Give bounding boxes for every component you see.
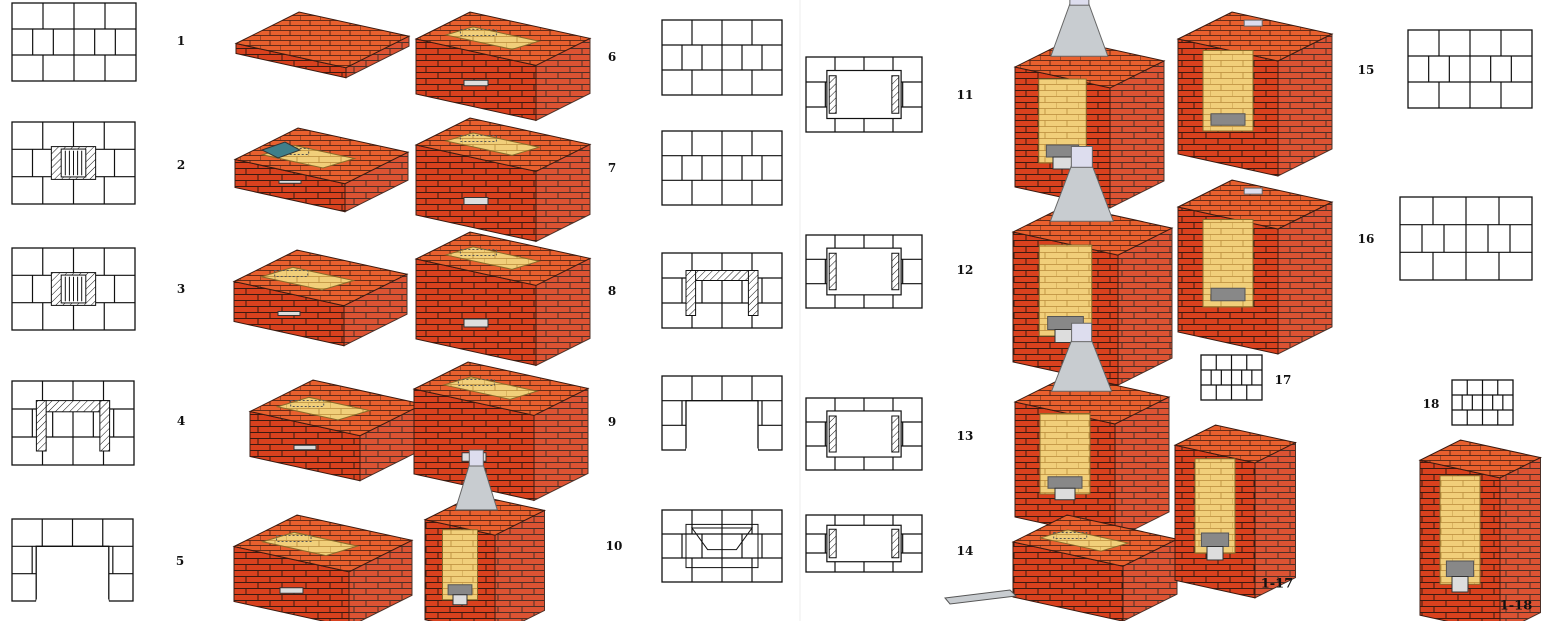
model-final-1-17: [1173, 424, 1297, 599]
model-step-11: [1013, 0, 1166, 209]
step-label-11: 11: [956, 88, 974, 102]
step-label-18: 18: [1422, 397, 1440, 411]
plan-step-1: [11, 2, 137, 82]
step-label-15: 15: [1357, 63, 1375, 77]
step-label-17: 17: [1274, 373, 1292, 387]
model-back-11: [1176, 11, 1334, 177]
model-step-1-7: [414, 117, 592, 243]
model-step-14: [1011, 514, 1179, 621]
model-step-1-8: [414, 231, 592, 367]
model-step-1-10: [423, 449, 546, 621]
step-label-14: 14: [956, 544, 974, 558]
model-final-1-18: [1418, 439, 1542, 621]
plan-step-9: [661, 375, 783, 452]
step-label-2: 2: [176, 158, 186, 172]
plan-step-12: [805, 234, 923, 309]
plan-step-7: [661, 130, 783, 206]
step-label-4: 4: [176, 414, 186, 428]
step-label-13: 13: [956, 429, 974, 443]
plan-step-4: [11, 380, 135, 466]
plan-step-16: [1399, 196, 1533, 281]
step-label-5: 5: [175, 554, 185, 568]
step-label-16: 16: [1357, 232, 1375, 246]
model-step-1: [234, 11, 411, 79]
model-step-13: [1013, 322, 1171, 540]
model-step-1-9: [412, 361, 590, 502]
plan-step-15: [1407, 29, 1533, 109]
damper-plate: [944, 589, 1018, 605]
plan-step-8: [661, 252, 783, 329]
step-label-6: 6: [607, 50, 617, 64]
plan-step-14: [805, 514, 923, 573]
step-label-10: 10: [605, 539, 623, 553]
step-label-8: 8: [607, 284, 617, 298]
plan-step-11: [805, 56, 923, 133]
ash-pit-opening: [260, 141, 302, 159]
step-label-1: 1: [176, 34, 186, 48]
plan-step-10: [661, 509, 783, 583]
step-label-3: 3: [176, 282, 186, 296]
model-step-2: [233, 127, 410, 213]
plan-step-17: [1200, 354, 1263, 401]
step-label-9: 9: [607, 415, 617, 429]
final-view-label-1-18: 1-18: [1499, 598, 1533, 614]
model-step-3: [232, 249, 409, 347]
model-step-5: [232, 514, 414, 621]
plan-step-3: [11, 247, 136, 331]
model-step-4: [248, 379, 425, 482]
plan-step-5: [11, 518, 134, 603]
plan-step-18: [1451, 379, 1514, 426]
plan-step-13: [805, 397, 923, 471]
model-back-12: [1176, 179, 1334, 355]
step-label-7: 7: [607, 161, 617, 175]
model-step-1-6: [414, 11, 592, 122]
step-label-12: 12: [956, 263, 974, 277]
final-view-label-1-17: 1-17: [1260, 576, 1294, 592]
plan-step-2: [11, 121, 136, 205]
plan-step-6: [661, 19, 783, 96]
